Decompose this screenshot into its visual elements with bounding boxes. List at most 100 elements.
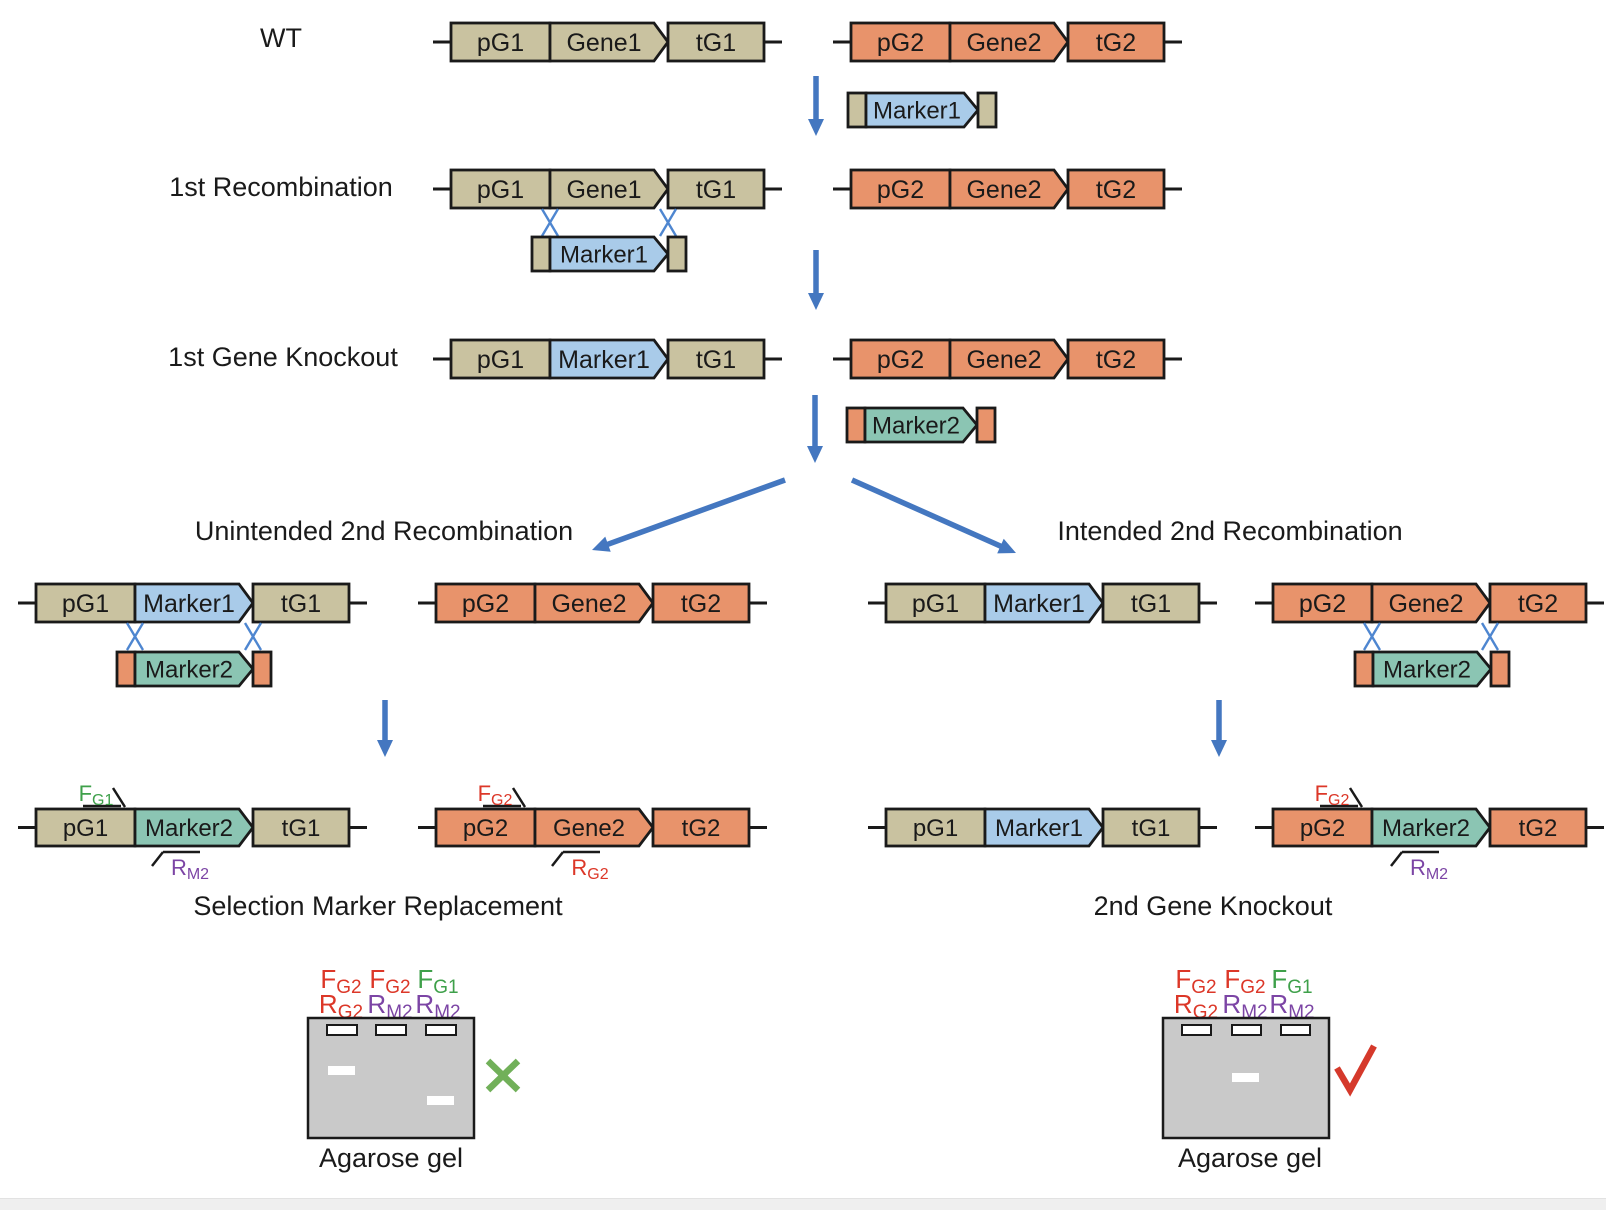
arrow-branch-right [850,477,1016,554]
segment-tG2 [1066,168,1166,210]
segment-label-pG2: pG2 [462,590,509,618]
crossover-stroke [1480,622,1500,651]
flank-box [845,406,867,444]
segment-label-pG1: pG1 [477,346,524,374]
segment-tG2 [1488,582,1588,624]
segment-label-Gene2: Gene2 [966,176,1041,204]
gel-right-lane2-forward-main: F [1224,964,1240,994]
segment-label-tG1: tG1 [696,29,736,57]
segment-label-Gene2: Gene2 [966,346,1041,374]
flank-box [976,91,998,129]
marker2-cassette-intended: Marker2 [1353,650,1511,688]
page-edge-line [0,1198,1606,1199]
segment-label-Gene2: Gene2 [553,815,625,842]
segment-tG2 [651,807,751,848]
gel-right-lane2-forward-sub: G2 [1240,977,1265,998]
segment-Marker1-arrow [983,582,1105,624]
segment-Marker1-arrow [548,235,670,273]
gel-right-lane1-forward-sub: G2 [1191,977,1216,998]
flank-box [115,650,137,688]
crossover-right [658,208,678,237]
success-checkmark [1334,1044,1377,1097]
segment-label-Marker1: Marker1 [558,346,650,374]
gel-right-lane2-forward: FG2 [1224,964,1265,998]
segment-label-tG2: tG2 [1096,346,1136,374]
segment-Marker1-arrow [983,807,1105,848]
primer-rg2-tick [551,851,564,867]
gel-left-band-lane3 [427,1096,454,1105]
gel-right-lane1-forward: FG2 [1175,964,1216,998]
segment-label-tG1: tG1 [696,176,736,204]
primer-label-rm2-left-main: R [171,855,187,880]
segment-label-tG1: tG1 [282,815,321,842]
segment-label-pG1: pG1 [912,590,959,618]
segment-label-Gene1: Gene1 [566,176,641,204]
unintended-result-gene1-locus: pG1 Marker2 tG1 [18,807,367,848]
branch-title-unintended: Unintended 2nd Recombination [195,516,573,546]
gel-left-lane1-forward-main: F [320,964,336,994]
arrow-head [1211,740,1227,757]
gel-left-lane2-forward-main: F [369,964,385,994]
gel-right-lane3-forward-sub: G1 [1287,977,1312,998]
primer-label-rm2-right-main: R [1410,855,1426,880]
segment-label-tG1: tG1 [281,590,321,618]
gel-left-lane1-forward-sub: G2 [336,977,361,998]
marker1-cassette-recombining: Marker1 [530,235,688,273]
gel-right-lane1-forward-main: F [1175,964,1191,994]
segment-Marker1-arrow [548,338,670,380]
segment-Gene2-arrow [533,582,655,624]
crossover-stroke [125,622,145,651]
segment-label-tG1: tG1 [696,346,736,374]
segment-Marker1-arrow [133,582,255,624]
gel-left-lane3-reverse-main: R [415,989,434,1019]
segment-tG2 [1488,807,1588,848]
primer-label-fg2-left: FG2 [478,781,513,809]
flank-box [530,235,552,273]
arrow-intended-down [1211,700,1227,757]
gel-caption-left: Agarose gel [319,1143,463,1173]
gel-right-well-1 [1181,1024,1212,1036]
primer-label-fg2-right-sub: G2 [1328,792,1349,809]
segment-tG1 [251,807,351,848]
segment-label-tG1: tG1 [1132,815,1171,842]
primer-label-fg1: FG1 [79,781,114,809]
primer-label-rm2-right: RM2 [1410,855,1448,883]
segment-label-Gene2: Gene2 [1388,590,1463,618]
segment-Gene2-arrow [1370,582,1492,624]
gel-left-lane3-forward-sub: G1 [433,977,458,998]
segment-label-pG1: pG1 [477,29,524,57]
segment-label-Marker1: Marker1 [560,241,648,268]
gel-left [306,1016,476,1140]
primer-label-rm2-right-sub: M2 [1426,866,1448,883]
segment-label-tG2: tG2 [1518,590,1558,618]
primer-fg2-left-tick [511,787,527,808]
primer-label-rm2-left-sub: M2 [187,866,209,883]
segment-Marker2-arrow [133,650,255,688]
segment-label-Marker2: Marker2 [145,815,233,842]
primer-fg1-tick [111,787,127,808]
flank-box [666,235,688,273]
segment-tG1 [1101,807,1201,848]
arrow-knockout1-down [807,395,823,463]
segment-label-pG1: pG1 [63,815,108,842]
marker1-cassette-free: Marker1 [846,91,998,129]
segment-label-Marker1: Marker1 [873,97,961,124]
gel-left-well-1 [326,1024,358,1036]
arrow-head [997,538,1016,554]
branch-title-intended: Intended 2nd Recombination [1057,516,1402,546]
gel-right-well-3 [1280,1024,1311,1036]
marker2-cassette-unintended: Marker2 [115,650,273,688]
arrow-recomb1-to-knockout1 [808,250,824,310]
segment-Gene1-arrow [548,21,670,63]
segment-tG1 [666,338,766,380]
arrow-head [808,293,824,310]
row-label-wt: WT [260,23,302,53]
gel-left-lane3-forward-main: F [417,964,433,994]
